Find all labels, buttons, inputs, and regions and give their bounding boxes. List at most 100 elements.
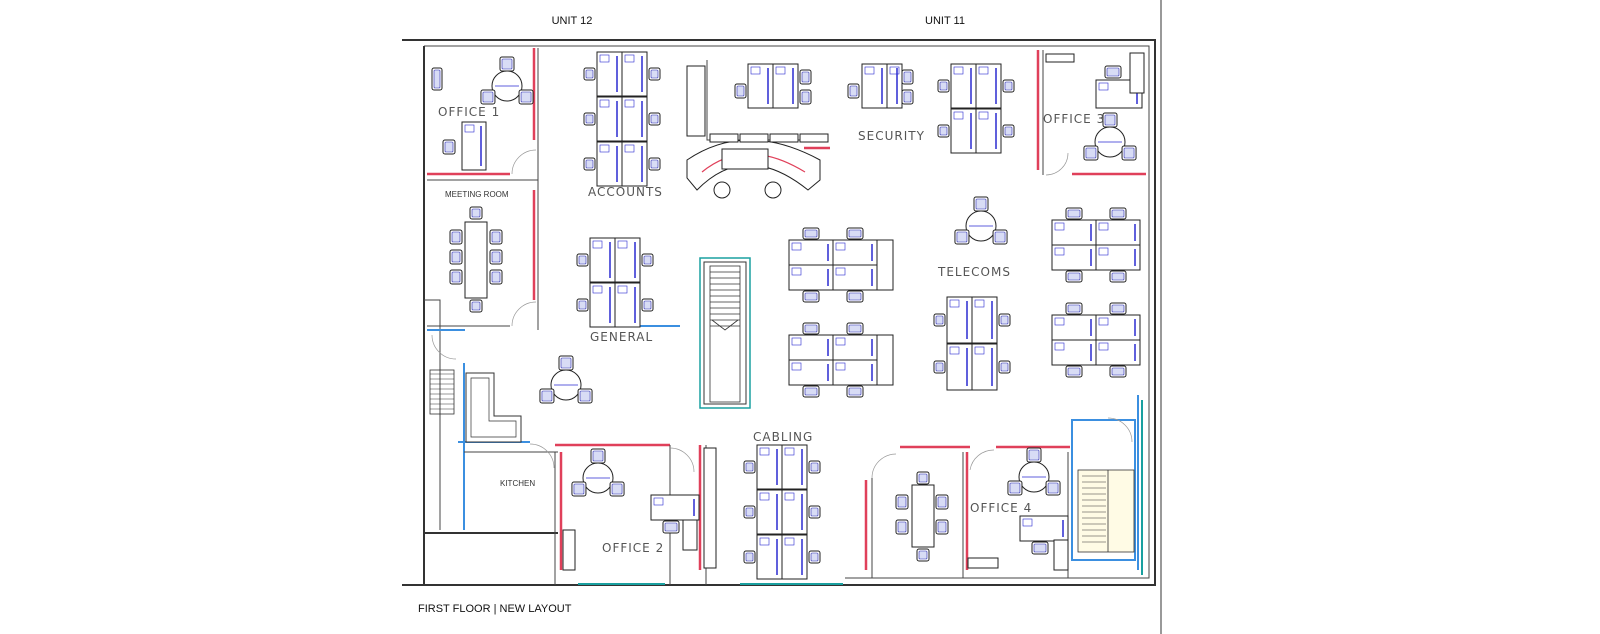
chair	[449, 269, 463, 285]
chair	[1109, 302, 1127, 315]
desk	[788, 334, 834, 361]
meeting-table	[911, 484, 935, 548]
chair	[973, 196, 989, 212]
desk	[1019, 515, 1069, 542]
chair	[518, 89, 534, 105]
room-label-telecoms: TELECOMS	[937, 265, 1011, 279]
desk	[832, 334, 878, 361]
desk	[781, 444, 808, 490]
chair	[1102, 112, 1118, 128]
chair	[590, 448, 606, 464]
chair	[998, 360, 1011, 374]
chair	[489, 249, 503, 265]
chair	[954, 229, 970, 245]
desk	[772, 63, 799, 109]
cabinet	[703, 447, 717, 569]
chair	[846, 385, 864, 398]
desk	[788, 264, 834, 291]
right-stair	[1077, 469, 1135, 553]
chair	[499, 56, 515, 72]
cabinet	[967, 557, 999, 569]
room-label-meeting-room: MEETING ROOM	[445, 190, 509, 199]
cabinet	[769, 133, 799, 143]
desk	[886, 63, 903, 109]
desk	[1051, 314, 1097, 341]
round-table	[550, 369, 582, 401]
desk	[781, 534, 808, 580]
desk	[950, 108, 977, 154]
doors	[431, 149, 1133, 479]
meeting-table	[464, 221, 488, 299]
left-stair	[429, 369, 455, 415]
desk	[975, 108, 1002, 154]
room-label-office-2: OFFICE 2	[602, 541, 664, 555]
chair	[1065, 302, 1083, 315]
desk	[788, 359, 834, 386]
chair	[449, 229, 463, 245]
chair	[992, 229, 1008, 245]
chair	[895, 494, 909, 510]
chair	[901, 89, 914, 105]
chair	[935, 519, 949, 535]
chair	[480, 89, 496, 105]
chair	[1109, 270, 1127, 283]
chair	[802, 385, 820, 398]
chair	[641, 298, 654, 312]
chair	[1031, 541, 1049, 555]
desk	[861, 63, 888, 109]
chair	[641, 253, 654, 267]
cabinet	[1045, 53, 1075, 63]
chair	[1104, 65, 1122, 79]
cabinet	[739, 133, 769, 143]
desk	[1095, 339, 1141, 366]
chair	[662, 520, 680, 534]
central-stair	[699, 257, 751, 409]
chair	[802, 290, 820, 303]
chair	[802, 227, 820, 240]
chair	[576, 253, 589, 267]
chair	[1109, 365, 1127, 378]
chair	[648, 112, 661, 126]
chair	[442, 139, 456, 155]
desk	[614, 282, 641, 328]
chair	[558, 355, 574, 371]
desk	[621, 96, 648, 142]
desk-end	[876, 334, 894, 386]
round-table	[1094, 126, 1126, 158]
chair	[609, 481, 625, 497]
chair	[469, 299, 483, 313]
desk	[832, 359, 878, 386]
chair	[583, 157, 596, 171]
desk	[781, 489, 808, 535]
chair	[1065, 365, 1083, 378]
chair	[1121, 145, 1137, 161]
chair	[937, 79, 950, 93]
cabinet	[709, 133, 739, 143]
desk	[946, 343, 973, 391]
chair	[1065, 207, 1083, 220]
furniture-layer	[431, 51, 1145, 580]
chair	[734, 83, 747, 99]
desk	[756, 489, 783, 535]
desk	[1051, 219, 1097, 246]
chair	[431, 67, 443, 91]
chair	[576, 298, 589, 312]
chair	[571, 481, 587, 497]
chair	[799, 89, 812, 105]
chair	[489, 269, 503, 285]
chair	[743, 460, 756, 474]
desk	[756, 444, 783, 490]
chair	[469, 206, 483, 220]
room-label-office-1: OFFICE 1	[438, 105, 500, 119]
desk	[747, 63, 774, 109]
chair	[1002, 124, 1015, 138]
desk-end	[876, 239, 894, 291]
chair	[933, 360, 946, 374]
desk	[975, 63, 1002, 109]
chair	[847, 83, 860, 99]
desk	[461, 121, 487, 171]
chair	[743, 505, 756, 519]
cabinet	[562, 529, 576, 571]
chair	[799, 69, 812, 85]
